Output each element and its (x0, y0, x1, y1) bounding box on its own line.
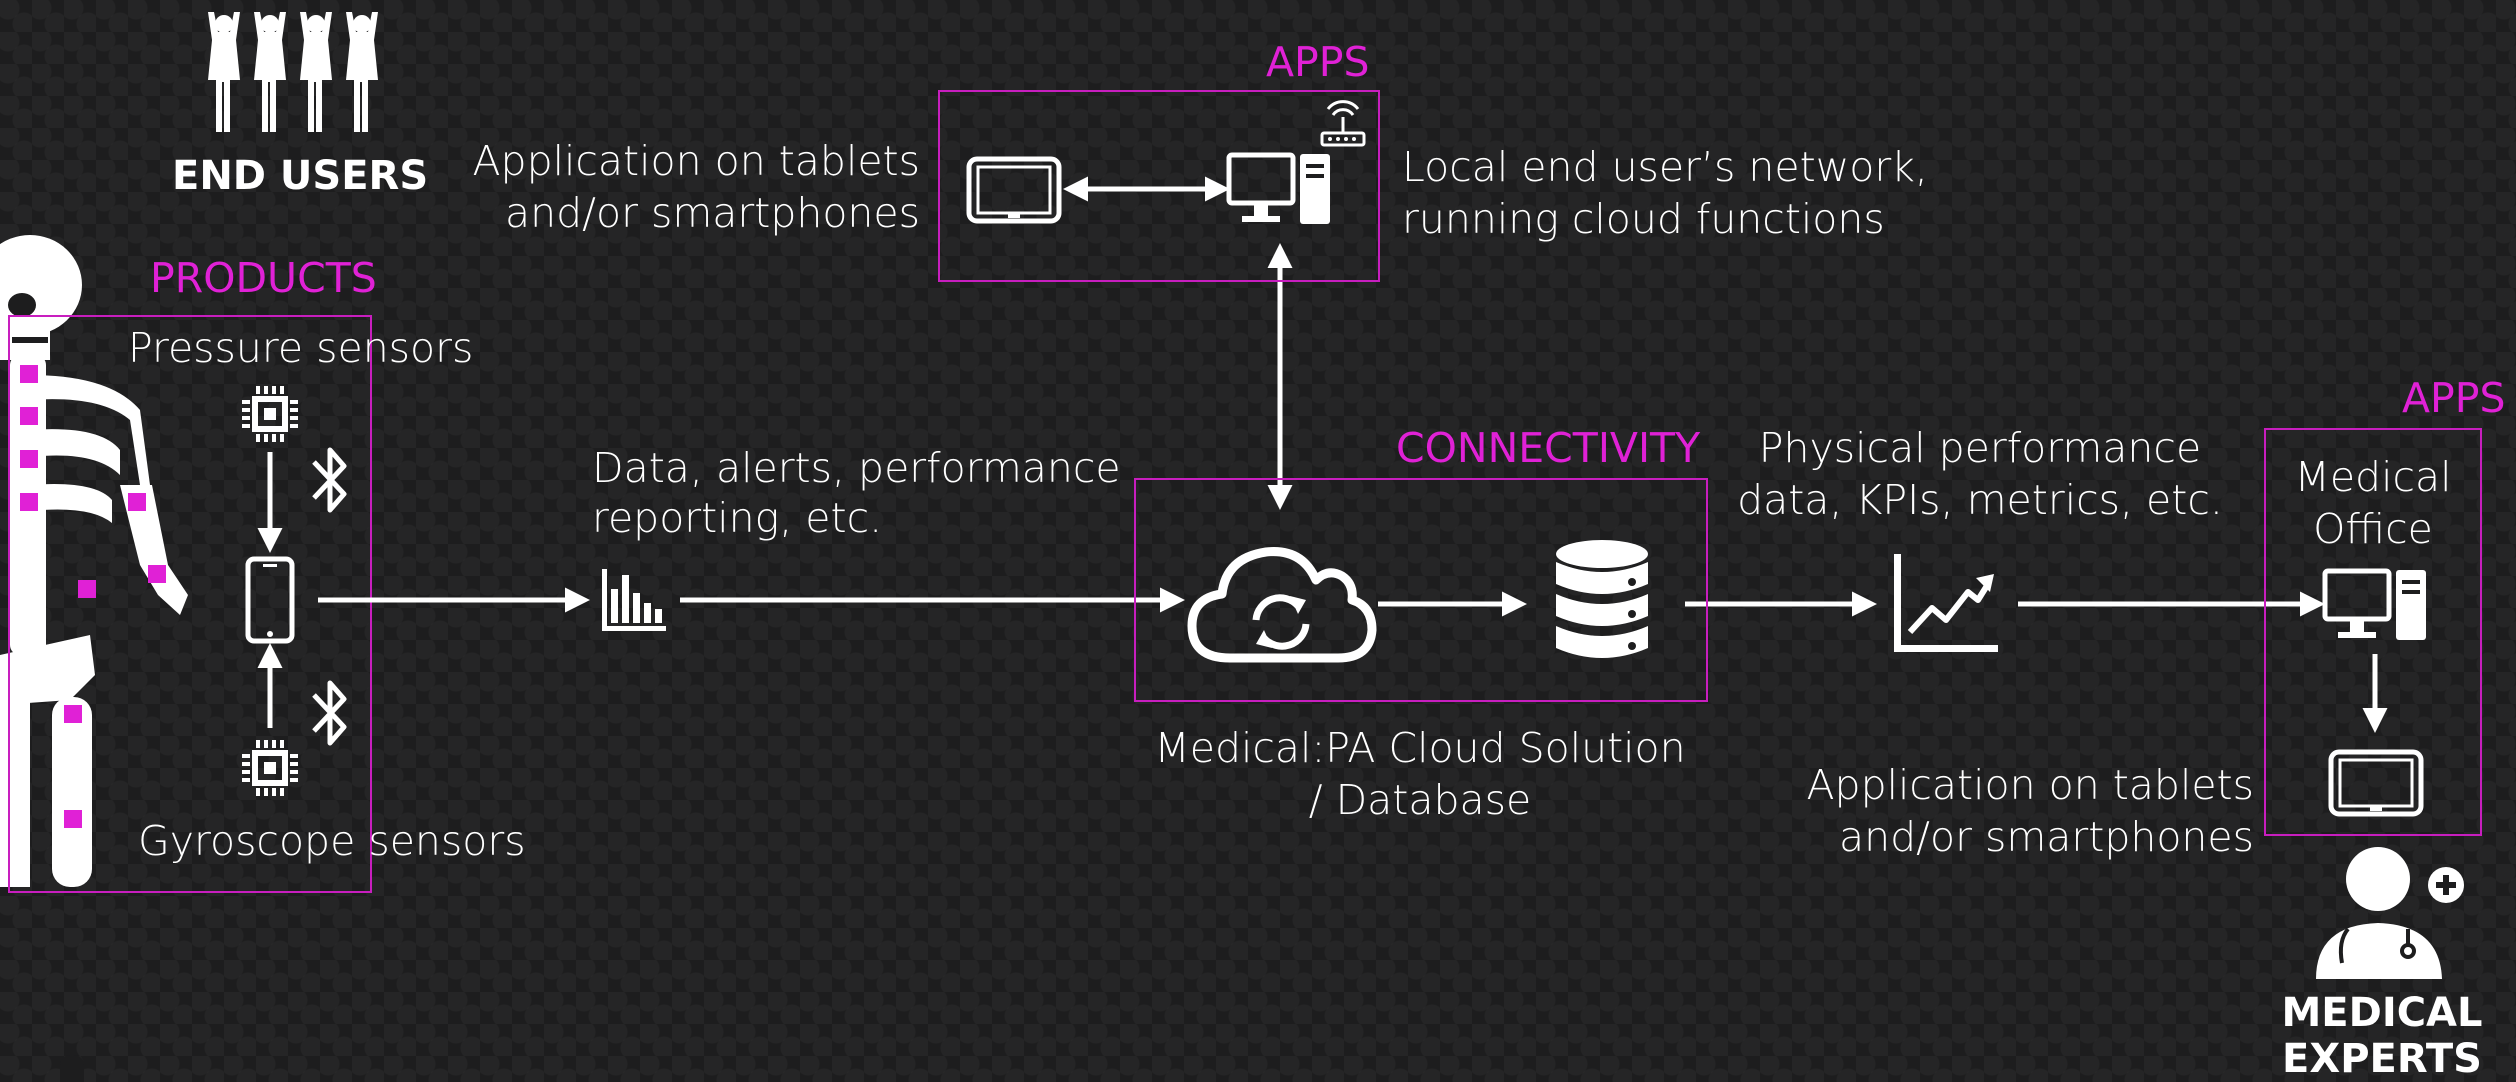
medical-office-label: Medical Office (2264, 451, 2482, 555)
tablet-icon (2328, 749, 2424, 817)
medical-office-line2: Office (2313, 505, 2433, 553)
data-flow-label: Data, alerts, performance reporting, etc… (592, 443, 1121, 543)
people-group-icon (208, 12, 378, 132)
apps-right-app-label: Application on tablets and/or smartphone… (1720, 759, 2255, 863)
medical-experts-line2: EXPERTS (2282, 1036, 2482, 1082)
chip-icon (242, 740, 298, 796)
apps-top-right-line1: Local end user’s network, (1402, 143, 1928, 191)
pressure-sensors-label: Pressure sensors (128, 324, 474, 372)
apps-right-title: APPS (2402, 374, 2506, 422)
performance-label: Physical performance data, KPIs, metrics… (1730, 422, 2230, 526)
apps-top-right-label: Local end user’s network, running cloud … (1402, 141, 1928, 245)
connectivity-caption: Medical:PA Cloud Solution / Database (1120, 722, 1720, 826)
router-icon (1320, 100, 1366, 147)
smartphone-icon (245, 556, 295, 644)
apps-right-box (2264, 428, 2482, 836)
connectivity-caption-line2: / Database (1308, 776, 1532, 824)
connectivity-title: CONNECTIVITY (1396, 424, 1701, 472)
tablet-icon (966, 156, 1062, 224)
bar-chart-icon (602, 569, 666, 631)
end-users-label: END USERS (172, 153, 429, 199)
connectivity-box (1134, 478, 1708, 702)
apps-top-left-line2: and/or smartphones (505, 189, 920, 237)
products-title: PRODUCTS (150, 254, 377, 302)
apps-right-app-line2: and/or smartphones (1839, 813, 2254, 861)
desktop-computer-icon (2322, 568, 2426, 640)
medical-experts-line1: MEDICAL (2281, 990, 2483, 1036)
apps-top-box (938, 90, 1380, 282)
medical-experts-label: MEDICAL EXPERTS (2276, 990, 2488, 1082)
skeleton-icon (0, 235, 188, 1082)
apps-top-left-label: Application on tablets and/or smartphone… (430, 135, 921, 239)
chip-icon (242, 386, 298, 442)
performance-line2: data, KPIs, metrics, etc. (1737, 476, 2223, 524)
connectivity-caption-line1: Medical:PA Cloud Solution (1154, 724, 1686, 772)
bluetooth-icon (312, 680, 347, 746)
data-flow-line2: reporting, etc. (592, 494, 883, 542)
doctor-icon (2316, 847, 2464, 979)
apps-top-title: APPS (1266, 38, 1370, 86)
performance-line1: Physical performance (1758, 424, 2202, 472)
apps-right-app-line1: Application on tablets (1806, 761, 2255, 809)
gyroscope-sensors-label: Gyroscope sensors (138, 817, 526, 865)
apps-top-left-line1: Application on tablets (472, 137, 921, 185)
medical-office-line1: Medical (2294, 453, 2452, 501)
apps-top-right-line2: running cloud functions (1402, 195, 1885, 243)
database-icon (1556, 540, 1648, 658)
line-chart-icon (1894, 554, 1998, 652)
bluetooth-icon (312, 447, 347, 513)
data-flow-line1: Data, alerts, performance (592, 444, 1121, 492)
desktop-computer-icon (1226, 152, 1330, 224)
cloud-sync-icon (1187, 547, 1377, 663)
products-box (8, 315, 372, 893)
